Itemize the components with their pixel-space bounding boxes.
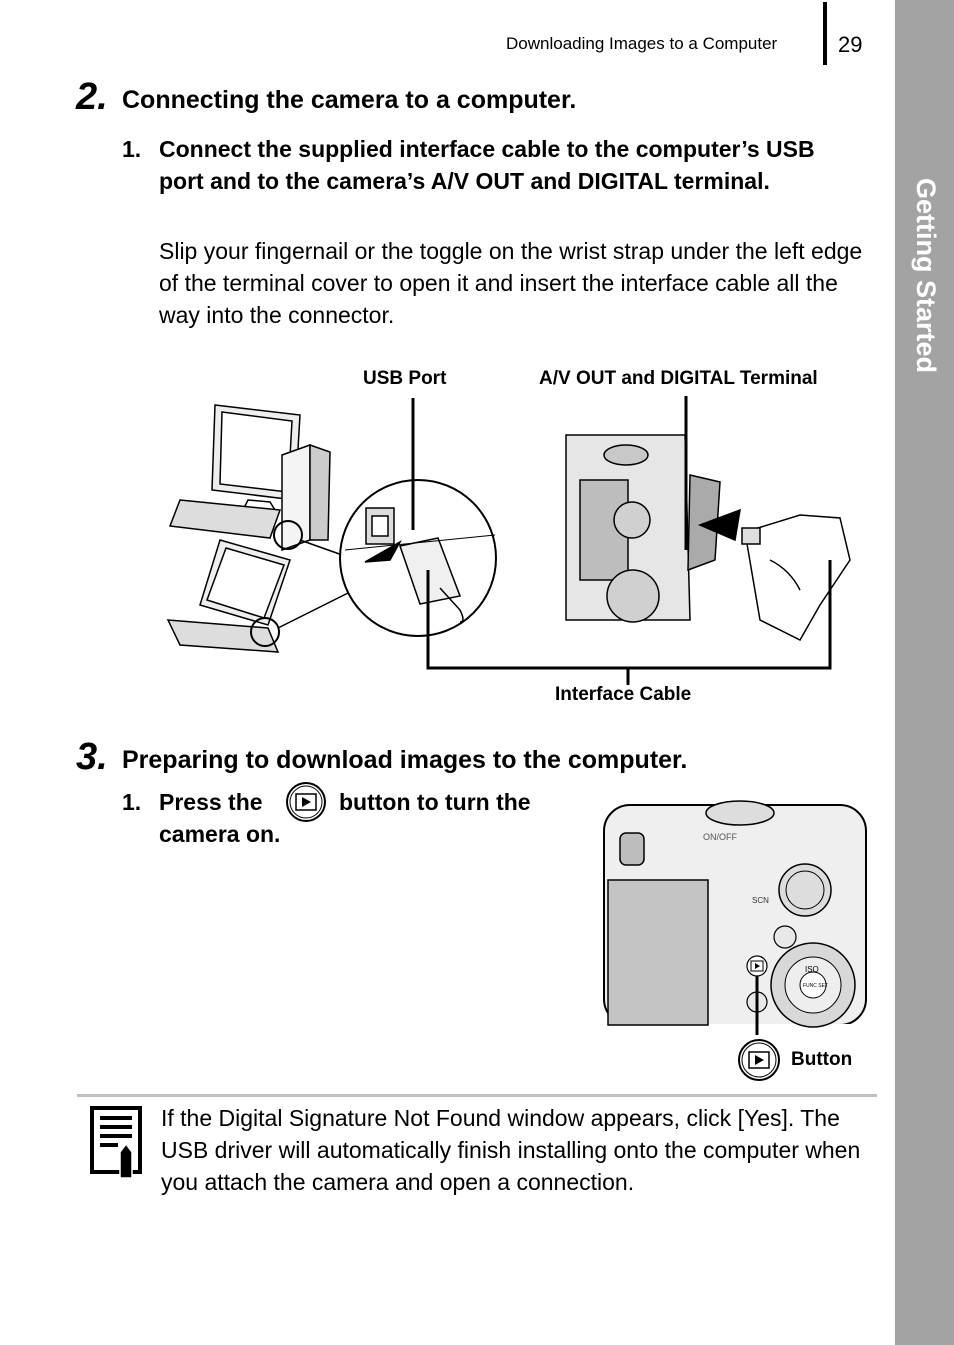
step-3-sub-1-text-after: button to turn the [339,789,531,815]
usb-zoom-illustration [277,479,497,637]
step-3-sub-1-text-before: Press the [159,789,263,815]
step-3-number: 3. [76,736,108,778]
note-icon [90,1106,142,1179]
note-text: If the Digital Signature Not Found windo… [161,1105,861,1195]
lcd-screen-illustration [607,879,709,1026]
step-2-sub-1-instruction: Connect the supplied interface cable to … [159,136,815,194]
button-label: Button [791,1049,853,1070]
playback-button-callout-icon [738,1039,780,1081]
desktop-computer-illustration [168,404,331,552]
onoff-text: ON/OFF [703,832,737,842]
mode-dial-illustration [778,863,832,917]
iso-text: ISO [805,965,819,974]
playback-button-icon [286,782,326,822]
step-2-number: 2. [76,76,108,118]
func-set-text: FUNC SET [803,983,828,989]
header-divider [823,2,827,65]
connection-illustration [166,396,851,685]
scn-text: SCN [752,896,769,905]
note-divider [77,1094,877,1097]
step-2-sub-1-detail: Slip your fingernail or the toggle on th… [159,238,863,328]
shutter-button-illustration [705,800,775,826]
step-3-sub-1-text-line2: camera on. [159,821,281,847]
step-3-title: Preparing to download images to the comp… [122,746,688,774]
header-section-title: Downloading Images to a Computer [506,34,778,53]
camera-illustration [565,434,851,641]
camera-back-illustration: ON/OFF SCN ISO FUNC SET [600,800,872,1035]
usb-port-label: USB Port [363,368,447,389]
page-number: 29 [838,32,863,57]
side-tab-label: Getting Started [910,178,941,373]
interface-cable-label: Interface Cable [555,684,692,705]
side-tab [895,0,954,1345]
step-2-title: Connecting the camera to a computer. [122,86,577,114]
av-out-terminal-label: A/V OUT and DIGITAL Terminal [539,368,818,389]
laptop-illustration [166,539,291,653]
step-2-sub-1-number: 1. [122,136,142,162]
callout-lines [411,396,832,685]
step-3-sub-1-number: 1. [122,789,142,815]
